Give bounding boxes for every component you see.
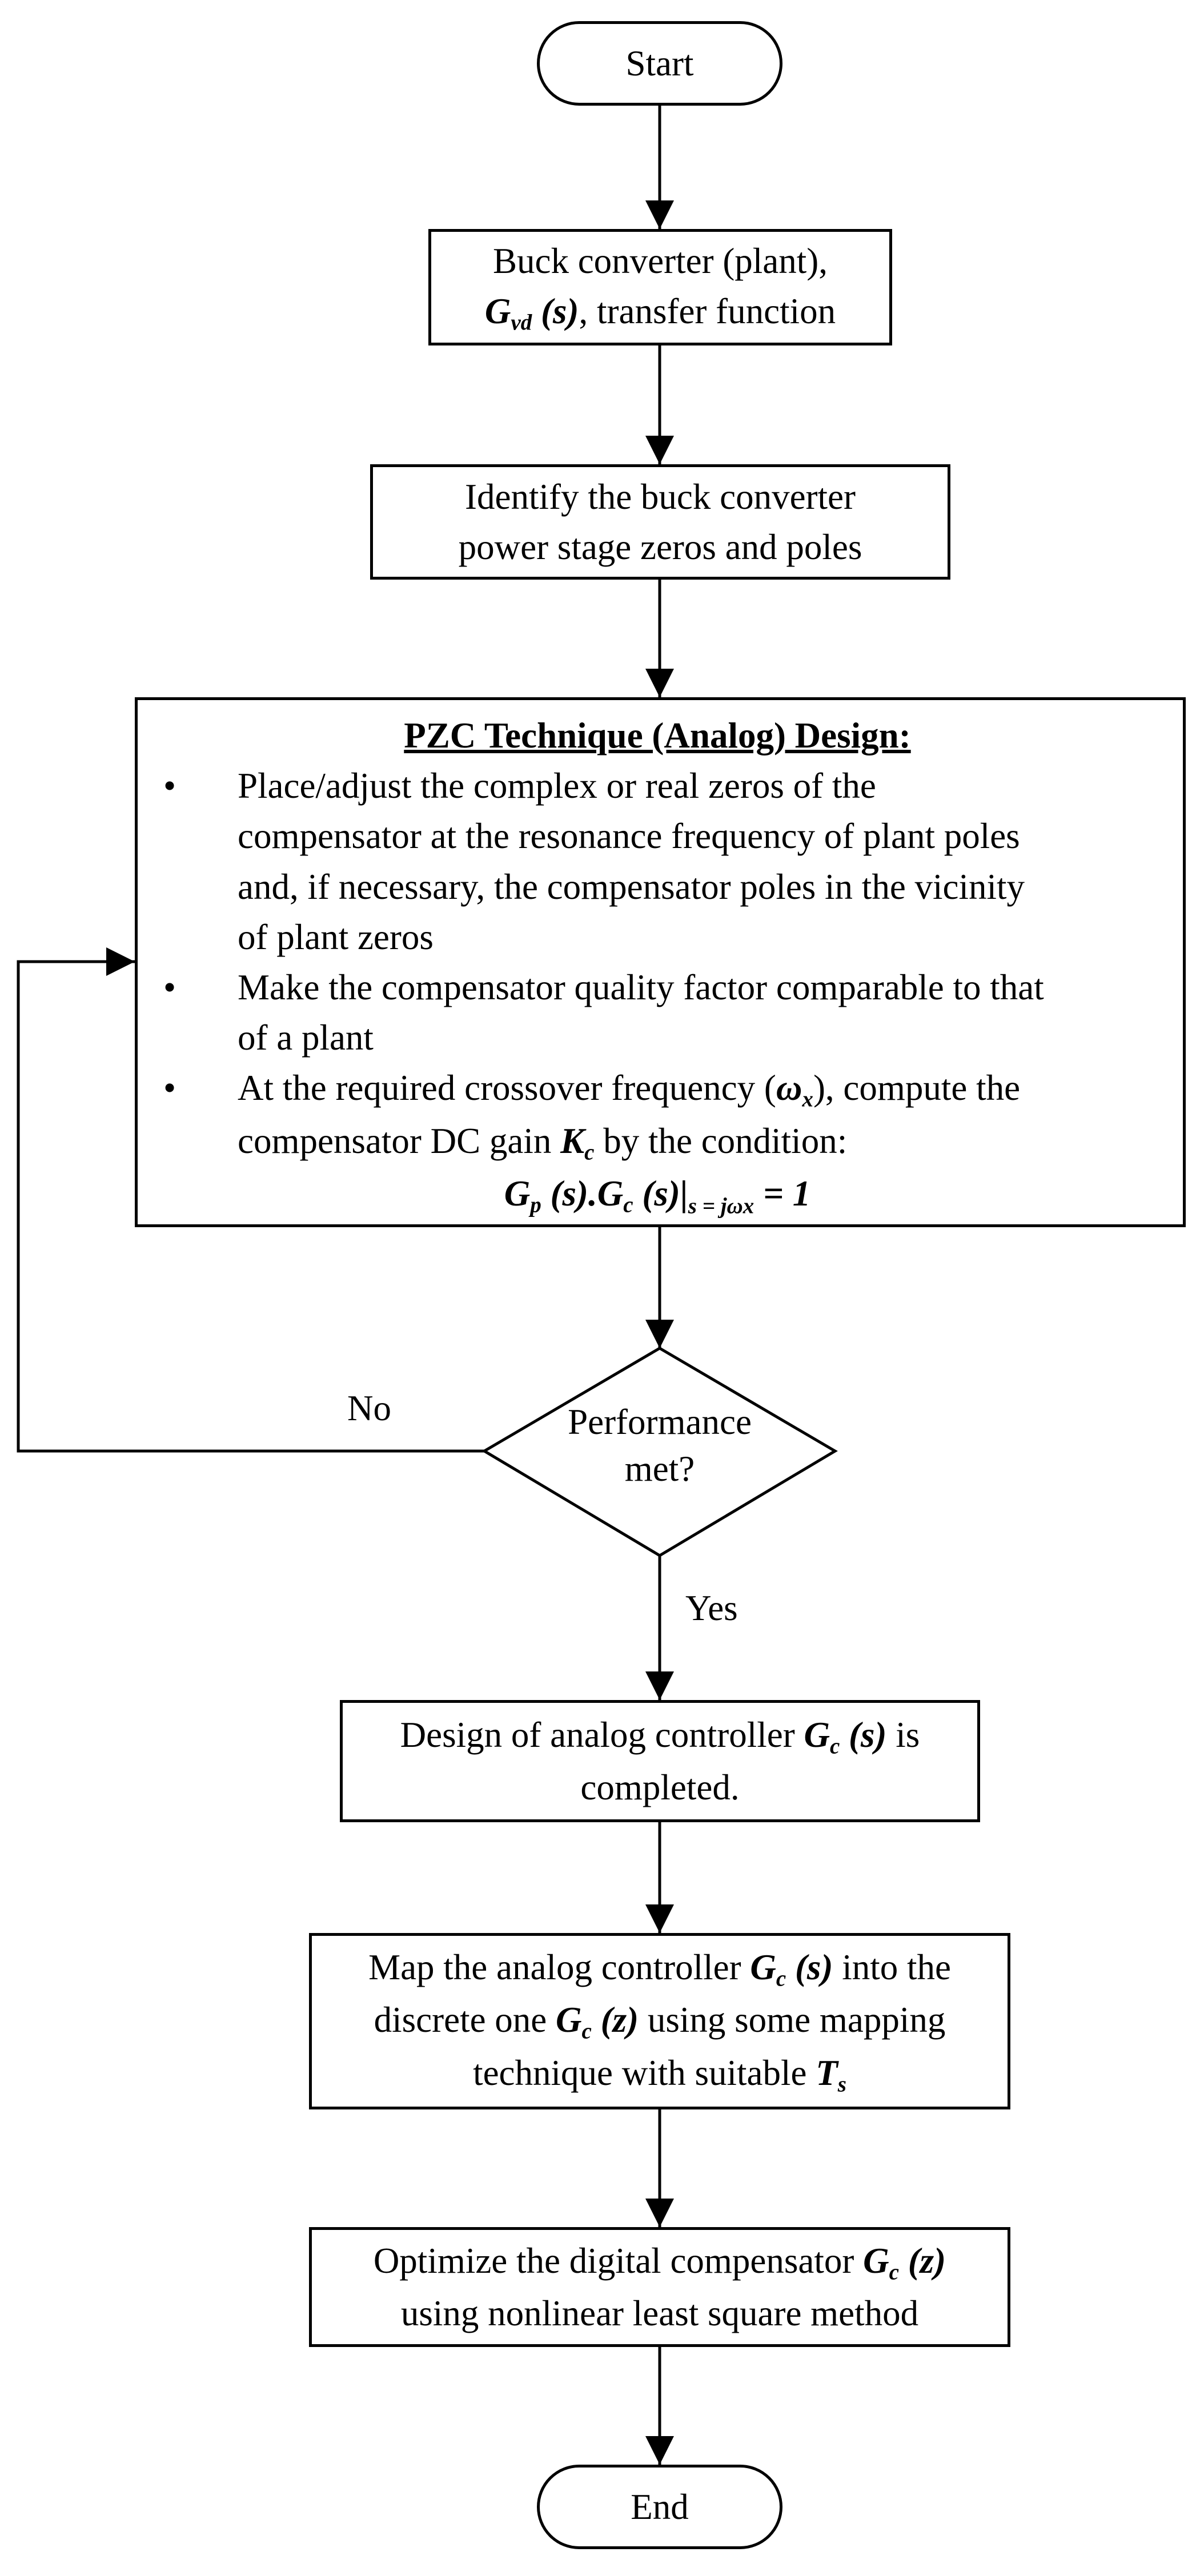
analog-done-sub: c	[829, 1734, 840, 1759]
pzc-condition-formula: Gp (s).Gc (s)|s = jωx = 1	[149, 1168, 1166, 1222]
analog-done-box: Design of analog controller Gc (s) is co…	[340, 1700, 980, 1822]
pzc-bullet-1-line-1: Place/adjust the complex or real zeros o…	[238, 766, 876, 806]
no-label: No	[347, 1388, 391, 1428]
map-sub-2: c	[581, 2019, 592, 2044]
map-line2-pre: discrete one	[374, 2000, 556, 2040]
end-label: End	[631, 2486, 689, 2527]
identify-box: Identify the buck converter power stage …	[370, 464, 950, 580]
end-terminal: End	[537, 2465, 782, 2549]
formula-gc-sub: c	[623, 1192, 633, 1217]
omega-symbol: ω	[776, 1068, 802, 1108]
formula-end: = 1	[754, 1174, 811, 1214]
analog-done-post: is	[886, 1714, 920, 1755]
pzc-bullet-3-line2-pre: compensator DC gain	[238, 1120, 561, 1161]
plant-symbol: G	[484, 291, 511, 331]
kc-sub: c	[584, 1140, 595, 1165]
arrowhead-analog-done	[645, 1671, 674, 1700]
pzc-bullet-3-line-2: compensator DC gain Kc by the condition:	[238, 1116, 1166, 1168]
pzc-bullet-2: Make the compensator quality factor comp…	[149, 962, 1166, 1063]
pzc-bullet-1-line-3: and, if necessary, the compensator poles…	[238, 866, 1025, 907]
analog-done-arg: (s)	[840, 1714, 887, 1755]
map-symbol-3: T	[816, 2052, 838, 2093]
decision-line1: Performance	[568, 1402, 752, 1442]
plant-symbol-sub: vd	[511, 310, 532, 335]
pzc-bullet-3-line-1: At the required crossover frequency (ωx)…	[238, 1063, 1166, 1115]
analog-done-pre: Design of analog controller	[400, 1714, 804, 1755]
pzc-bullet-1-line-2: compensator at the resonance frequency o…	[238, 816, 1020, 857]
map-symbol-2: G	[556, 2000, 582, 2040]
map-arg-2: (z)	[591, 2000, 639, 2040]
pzc-title: PZC Technique (Analog) Design:	[404, 716, 911, 755]
analog-done-line2: completed.	[580, 1767, 740, 1808]
formula-eval: s = jωx	[688, 1193, 754, 1219]
pzc-bullet-3: At the required crossover frequency (ωx)…	[149, 1063, 1166, 1168]
map-sub-3: s	[837, 2072, 846, 2097]
arrowhead-plant	[645, 200, 674, 229]
map-sub-1: c	[776, 1966, 786, 1991]
yes-label: Yes	[685, 1588, 738, 1628]
optimize-line2: using nonlinear least square method	[400, 2293, 919, 2334]
analog-done-line1: Design of analog controller Gc (s) is	[400, 1710, 920, 1762]
pzc-bullet-3-line2-post: by the condition:	[594, 1120, 848, 1161]
plant-line2-rest: , transfer function	[579, 291, 836, 331]
plant-box: Buck converter (plant), Gvd (s), transfe…	[428, 229, 892, 345]
plant-line2: Gvd (s), transfer function	[485, 286, 836, 339]
map-line1: Map the analog controller Gc (s) into th…	[368, 1942, 951, 1995]
pzc-design-box: PZC Technique (Analog) Design: Place/adj…	[135, 697, 1186, 1227]
identify-line2: power stage zeros and poles	[458, 527, 862, 567]
arrowhead-decision	[645, 1320, 674, 1348]
formula-arg: (s)|	[633, 1174, 688, 1214]
arrowhead-optimize	[645, 2199, 674, 2227]
map-symbol-1: G	[750, 1947, 776, 1987]
pzc-bullet-1: Place/adjust the complex or real zeros o…	[149, 761, 1166, 962]
pzc-bullet-2-line-1: Make the compensator quality factor comp…	[238, 967, 1044, 1007]
map-line3: technique with suitable Ts	[473, 2048, 846, 2100]
arrowhead-identify	[645, 436, 674, 464]
formula-gp: G	[504, 1174, 531, 1214]
map-line2-post: using some mapping	[639, 2000, 946, 2040]
map-line2: discrete one Gc (z) using some mapping	[374, 1995, 946, 2047]
omega-sub: x	[802, 1087, 813, 1112]
map-line1-post: into the	[833, 1947, 951, 1987]
pzc-bullet-2-line-2: of a plant	[238, 1018, 374, 1058]
optimize-arg: (z)	[898, 2240, 946, 2281]
arrowhead-pzc	[645, 669, 674, 697]
arrowhead-end	[645, 2436, 674, 2465]
map-line1-pre: Map the analog controller	[368, 1947, 750, 1987]
optimize-line1-pre: Optimize the digital compensator	[373, 2240, 864, 2281]
identify-line1: Identify the buck converter	[465, 476, 856, 517]
optimize-sub: c	[889, 2260, 899, 2285]
arrowhead-map	[645, 1904, 674, 1933]
formula-gp-sub: p	[530, 1192, 541, 1217]
arrow-no-loop	[17, 960, 484, 1453]
decision-line2: met?	[624, 1448, 695, 1489]
optimize-symbol: G	[863, 2240, 889, 2281]
optimize-line1: Optimize the digital compensator Gc (z)	[374, 2236, 946, 2288]
start-terminal: Start	[537, 21, 782, 106]
pzc-bullet-list: Place/adjust the complex or real zeros o…	[149, 761, 1166, 1168]
pzc-bullet-3-pre: At the required crossover frequency (	[238, 1068, 776, 1108]
map-line3-pre: technique with suitable	[473, 2052, 816, 2093]
map-arg-1: (s)	[786, 1947, 833, 1987]
decision-text: Performance met?	[514, 1399, 805, 1493]
pzc-bullet-1-line-4: of plant zeros	[238, 917, 434, 957]
map-box: Map the analog controller Gc (s) into th…	[309, 1933, 1010, 2109]
pzc-bullet-3-post: ), compute the	[813, 1068, 1021, 1108]
formula-mid: (s).G	[541, 1174, 624, 1214]
optimize-box: Optimize the digital compensator Gc (z) …	[309, 2227, 1010, 2347]
start-label: Start	[625, 43, 694, 83]
arrowhead-no-loop	[106, 947, 135, 976]
analog-done-symbol: G	[804, 1714, 830, 1755]
plant-symbol-arg: (s)	[532, 291, 579, 331]
kc-symbol: K	[560, 1120, 585, 1161]
plant-line1: Buck converter (plant),	[492, 240, 828, 281]
